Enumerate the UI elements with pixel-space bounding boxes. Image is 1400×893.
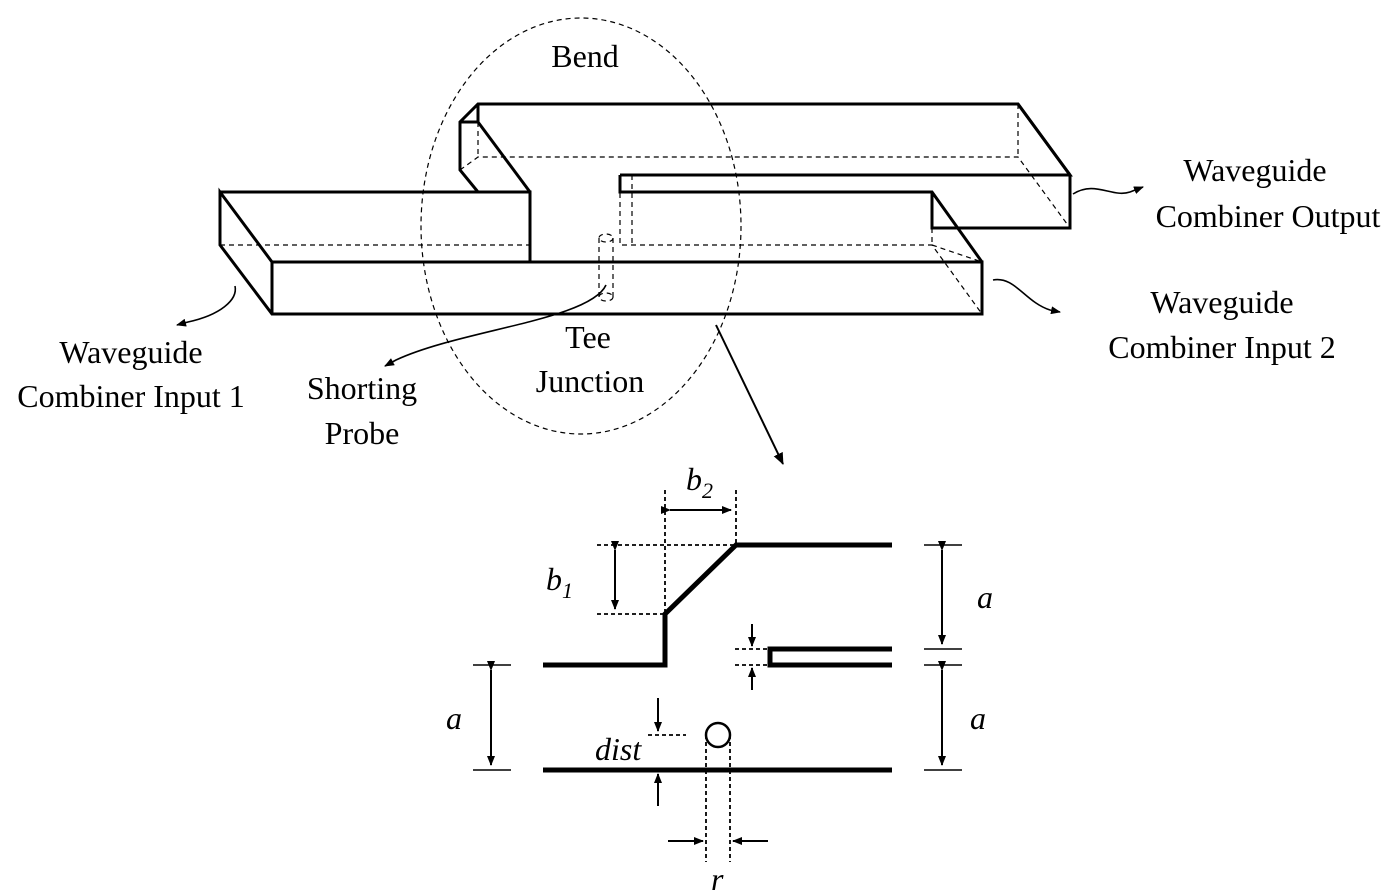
leader-arrows — [176, 186, 1144, 465]
r-label: r — [711, 861, 724, 893]
septum-wall — [767, 646, 892, 668]
input2-label-line2: Combiner Input 2 — [1108, 329, 1336, 365]
output-leader-arrow — [1072, 186, 1144, 195]
hidden-edges-rear — [459, 156, 1071, 229]
input2-leader-arrow — [992, 278, 1061, 315]
hidden-edges-front — [220, 192, 531, 246]
probe-label-line2: Probe — [325, 415, 400, 451]
rear-waveguide-outline — [458, 102, 1073, 194]
input1-label-line2: Combiner Input 1 — [17, 378, 245, 414]
waveguide-3d-structure — [218, 17, 1073, 435]
bend-tee-region-ellipse — [420, 17, 742, 435]
output-port-vertical — [1016, 103, 1072, 176]
b1-label: b1 — [546, 561, 573, 603]
tee-label-line2: Junction — [536, 363, 644, 399]
upper-left-wall — [543, 542, 892, 668]
a-bottom-right-label: a — [970, 700, 986, 736]
dist-label: dist — [595, 731, 642, 767]
b2-label: b2 — [686, 461, 713, 503]
probe-label-line1: Shorting — [307, 370, 417, 406]
tee-label-line1: Tee — [565, 319, 611, 355]
output-label-line1: Waveguide — [1183, 152, 1326, 188]
detail-view-arrow — [715, 324, 784, 465]
output-label-line2: Combiner Output — [1156, 198, 1381, 234]
bend-label: Bend — [551, 38, 619, 74]
input1-leader-arrow — [176, 285, 237, 327]
probe-leader-arrow — [384, 284, 607, 367]
a-top-right-label: a — [977, 579, 993, 615]
a-left-label: a — [446, 700, 462, 736]
input2-label-line1: Waveguide — [1150, 284, 1293, 320]
probe-circle — [704, 721, 732, 749]
front-waveguide-outline — [218, 187, 984, 316]
right-waveguide-top — [618, 175, 984, 263]
hidden-edges-right — [619, 175, 983, 315]
shorting-probe-cylinder — [598, 233, 614, 302]
input1-label-line1: Waveguide — [59, 334, 202, 370]
cross-section-detail: b2 b1 a a a dist r — [446, 461, 993, 893]
